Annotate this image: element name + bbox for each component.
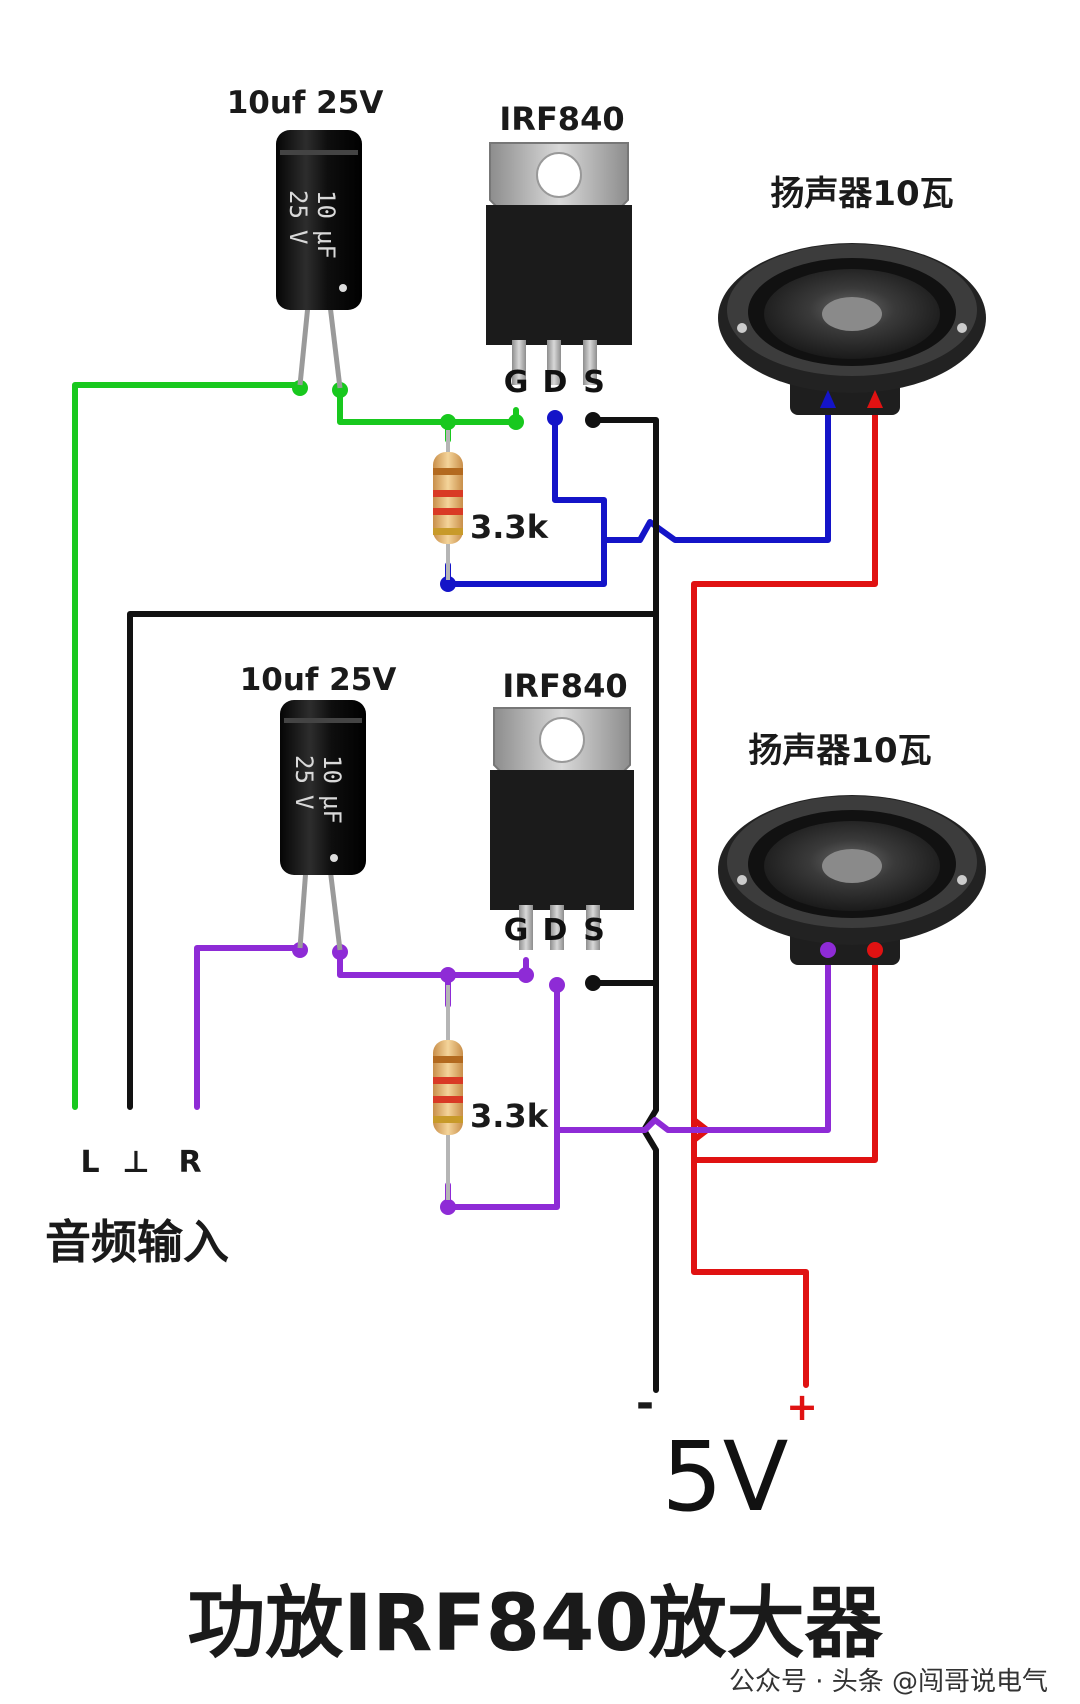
pin-bottom-s: S bbox=[583, 913, 605, 948]
watermark: 公众号 · 头条 @闯哥说电气 bbox=[729, 1667, 1048, 1697]
junction-dots bbox=[292, 380, 601, 1215]
page-title: 功放IRF840放大器 bbox=[187, 1579, 883, 1669]
speaker-top: 扬声器10瓦 bbox=[718, 174, 986, 415]
capacitor-bottom-label: 10uf 25V bbox=[240, 662, 397, 698]
transistor-bottom-label: IRF840 bbox=[502, 667, 627, 705]
wire-top-speaker-minus bbox=[601, 392, 831, 543]
wire-positive-main bbox=[691, 405, 878, 1388]
pin-top-g: G bbox=[504, 365, 529, 400]
wire-bottom-speaker-minus bbox=[554, 952, 831, 1133]
svg-text:V: V bbox=[290, 795, 318, 809]
svg-text:µF: µF bbox=[318, 795, 346, 824]
wire-top-drain bbox=[447, 412, 607, 587]
svg-text:V: V bbox=[284, 230, 312, 244]
pin-bottom-d: D bbox=[543, 913, 568, 948]
speaker-bottom-label: 扬声器10瓦 bbox=[748, 731, 931, 771]
audio-input-labels: L ⊥ R 音频输入 bbox=[45, 1145, 229, 1269]
capacitor-top-label: 10uf 25V bbox=[227, 85, 384, 121]
resistor-bottom-label: 3.3k bbox=[470, 1097, 549, 1135]
resistor-top: 3.3k bbox=[433, 430, 549, 580]
capacitor-top: 10uf 25V 10 µF 25 V bbox=[227, 85, 384, 389]
wire-right-input bbox=[194, 945, 303, 1110]
wire-ground-top-source bbox=[590, 417, 659, 1393]
wire-positive-bottom-speaker bbox=[691, 952, 878, 1163]
power-supply-labels: - + 5V bbox=[636, 1378, 818, 1533]
supply-voltage: 5V bbox=[662, 1421, 789, 1533]
supply-minus: - bbox=[636, 1378, 654, 1429]
input-pin-l: L bbox=[80, 1145, 99, 1180]
resistor-top-label: 3.3k bbox=[470, 508, 549, 546]
capacitor-top-marking: 10 µF 25 V bbox=[284, 190, 340, 259]
wire-left-input bbox=[72, 382, 303, 1110]
wire-ground-input bbox=[127, 611, 659, 1110]
wire-left-gate bbox=[337, 387, 519, 425]
capacitor-bottom-marking: 10 µF 25 V bbox=[290, 755, 346, 824]
resistor-bottom: 3.3k bbox=[433, 985, 549, 1200]
pin-top-d: D bbox=[543, 365, 568, 400]
speaker-top-label: 扬声器10瓦 bbox=[770, 174, 953, 214]
input-pin-ground: ⊥ bbox=[122, 1145, 149, 1180]
audio-input-label: 音频输入 bbox=[45, 1215, 229, 1269]
speaker-bottom: 扬声器10瓦 bbox=[718, 731, 986, 965]
transistor-bottom: IRF840 G D S bbox=[490, 667, 634, 950]
svg-text:10: 10 bbox=[318, 755, 346, 784]
wire-right-gate bbox=[337, 947, 529, 978]
supply-plus: + bbox=[786, 1385, 818, 1429]
pin-top-s: S bbox=[583, 365, 605, 400]
svg-text:25: 25 bbox=[284, 190, 312, 219]
pin-bottom-g: G bbox=[504, 913, 529, 948]
svg-text:µF: µF bbox=[312, 230, 340, 259]
transistor-top: IRF840 G D S bbox=[486, 100, 632, 400]
input-pin-r: R bbox=[178, 1145, 201, 1180]
svg-text:10: 10 bbox=[312, 190, 340, 219]
svg-text:25: 25 bbox=[290, 755, 318, 784]
capacitor-bottom: 10uf 25V 10 µF 25 V bbox=[240, 662, 397, 951]
transistor-top-label: IRF840 bbox=[499, 100, 624, 138]
wire-bottom-drain bbox=[447, 982, 560, 1210]
